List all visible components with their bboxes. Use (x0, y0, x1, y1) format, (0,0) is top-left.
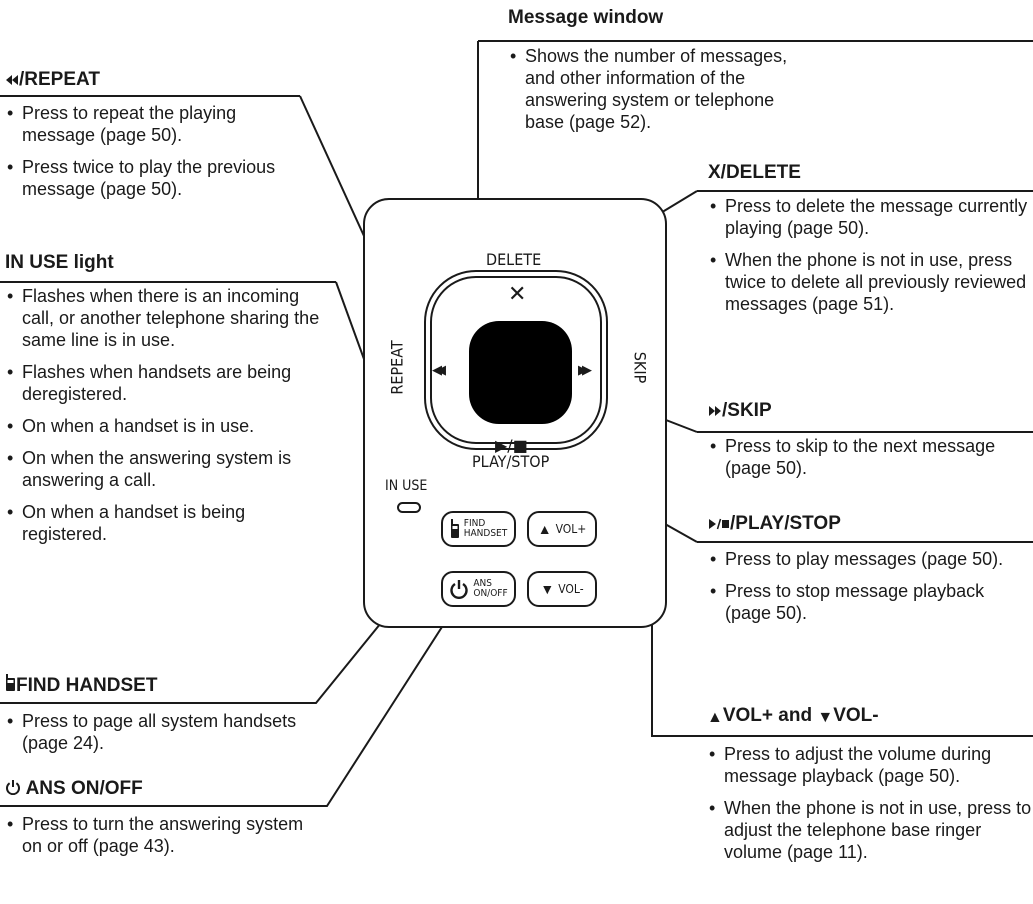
repeat-callout: /REPEAT Press to repeat the playing mess… (5, 68, 300, 210)
triangle-up-icon: ▲ (537, 521, 552, 537)
volume-callout: ▲VOL+ and ▼VOL- Press to adjust the volu… (707, 704, 1033, 873)
find-handset-button[interactable]: FIND HANDSET (441, 511, 516, 547)
play-stop-callout: /PLAY/STOP Press to play messages (page … (708, 512, 1033, 634)
delete-bullet: Press to delete the message currently pl… (708, 195, 1033, 239)
answering-machine-panel: DELETE REPEAT SKIP PLAY/STOP IN USE ✕ ◀◀… (363, 198, 667, 628)
ans-on-off-button[interactable]: ANS ON/OFF (441, 571, 516, 607)
skip-callout: /SKIP Press to skip to the next message … (708, 399, 1033, 489)
in-use-bullet: On when the answering system is answerin… (5, 447, 335, 491)
in-use-label: IN USE (385, 478, 428, 494)
volume-heading: ▲VOL+ and ▼VOL- (707, 704, 1033, 730)
skip-bullet: Press to skip to the next message (page … (708, 435, 1033, 479)
play-stop-bullet: Press to play messages (page 50). (708, 548, 1033, 570)
message-window-callout: Message window Shows the number of messa… (508, 6, 808, 143)
skip-rule (697, 431, 1033, 433)
repeat-bullet: Press twice to play the previous message… (5, 156, 300, 200)
delete-rule (697, 190, 1033, 192)
repeat-heading: /REPEAT (5, 68, 300, 92)
rewind-icon (6, 75, 18, 85)
in-use-callout: IN USE light Flashes when there is an in… (5, 251, 335, 555)
play-stop-rule (697, 541, 1033, 543)
delete-heading: X/DELETE (708, 162, 801, 183)
message-window-bullet: Shows the number of messages, and other … (508, 45, 808, 133)
in-use-bullet: On when a handset is in use. (5, 415, 335, 437)
repeat-rule (0, 95, 300, 97)
handset-icon (450, 519, 459, 538)
repeat-bullet: Press to repeat the playing message (pag… (5, 102, 300, 146)
play-stop-bullet: Press to stop message playback (page 50)… (708, 580, 1033, 624)
in-use-heading: IN USE light (5, 252, 114, 273)
repeat-label: REPEAT (387, 340, 407, 395)
triangle-down-icon: ▼ (540, 581, 555, 597)
skip-heading: /SKIP (708, 399, 1033, 423)
play-stop-heading: /PLAY/STOP (708, 512, 1033, 536)
leader-ans (0, 587, 468, 807)
triangle-up-icon: ▲ (707, 709, 723, 726)
delete-callout: X/DELETE Press to delete the message cur… (708, 161, 1033, 325)
delete-label: DELETE (486, 250, 542, 269)
repeat-button[interactable]: ◀◀ (432, 363, 446, 378)
ans-on-off-callout: ANS ON/OFF Press to turn the answering s… (5, 777, 315, 867)
vol-down-button[interactable]: ▼ VOL- (527, 571, 597, 607)
play-stop-label: PLAY/STOP (472, 452, 550, 471)
find-handset-bullet: Press to page all system handsets (page … (5, 710, 315, 754)
message-window (469, 321, 572, 424)
delete-bullet: When the phone is not in use, press twic… (708, 249, 1033, 315)
find-handset-callout: FIND HANDSET Press to page all system ha… (5, 674, 315, 764)
in-use-bullet: On when a handset is being registered. (5, 501, 335, 545)
navigation-pad (424, 270, 608, 450)
power-icon (6, 780, 20, 795)
fast-forward-icon (709, 406, 721, 416)
delete-button[interactable]: ✕ (508, 282, 527, 307)
volume-bullet: Press to adjust the volume during messag… (707, 743, 1033, 787)
in-use-light (397, 502, 421, 513)
skip-label: SKIP (630, 351, 650, 384)
vol-up-button[interactable]: ▲ VOL+ (527, 511, 597, 547)
volume-bullet: When the phone is not in use, press to a… (707, 797, 1033, 863)
message-window-heading: Message window (508, 7, 664, 28)
ans-on-off-heading: ANS ON/OFF (5, 777, 315, 801)
handset-icon (6, 674, 15, 691)
triangle-down-icon: ▼ (817, 709, 834, 726)
message-window-rule (478, 40, 1033, 42)
skip-button[interactable]: ▶▶ (578, 363, 592, 378)
play-stop-button[interactable]: ▶/■ (495, 436, 528, 455)
in-use-bullet: Flashes when there is an incoming call, … (5, 285, 335, 351)
in-use-bullet: Flashes when handsets are being deregist… (5, 361, 335, 405)
in-use-rule (0, 281, 336, 283)
find-handset-heading: FIND HANDSET (5, 674, 315, 698)
ans-on-off-bullet: Press to turn the answering system on or… (5, 813, 315, 857)
play-stop-icon (709, 518, 729, 530)
power-icon (450, 580, 469, 599)
